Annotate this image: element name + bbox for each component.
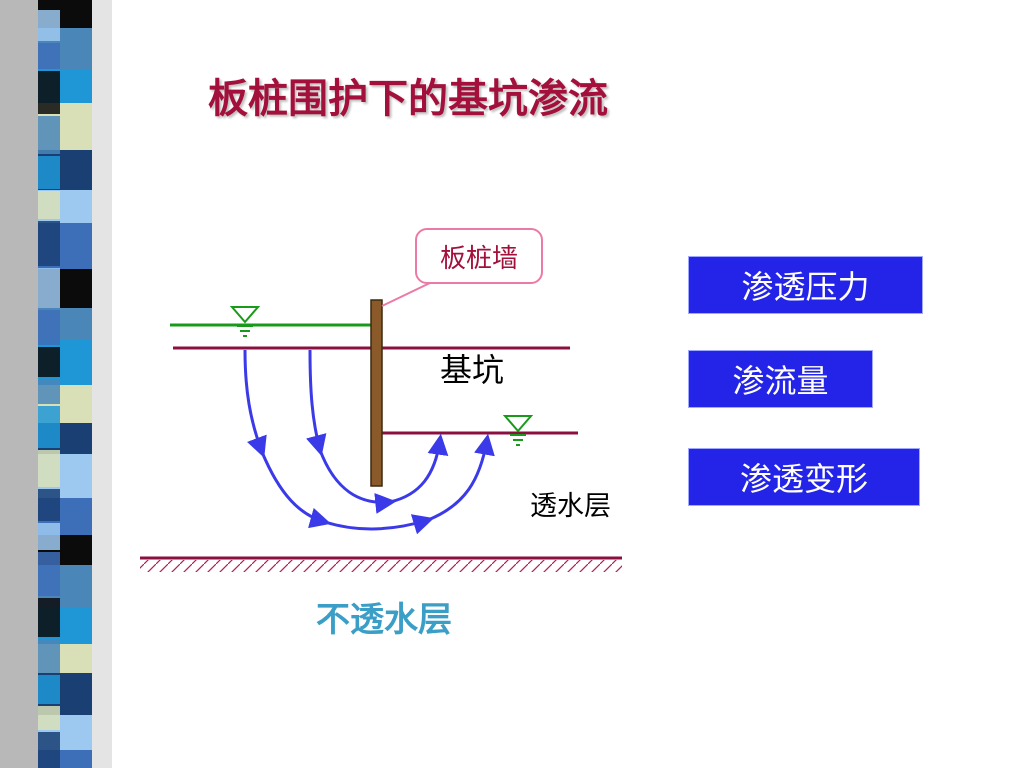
topic-seepage-quantity[interactable]: 渗流量 xyxy=(688,350,873,408)
flow-line-inner xyxy=(306,349,449,514)
permeable-layer-label: 透水层 xyxy=(530,491,611,522)
topic-seepage-deformation[interactable]: 渗透变形 xyxy=(688,448,920,506)
callout-pointer xyxy=(381,281,448,307)
impermeable-hatching xyxy=(140,560,622,572)
water-level-symbol-icon xyxy=(229,306,261,337)
flow-line-outer xyxy=(243,349,495,535)
topic-seepage-pressure[interactable]: 渗透压力 xyxy=(688,256,923,314)
sheet-pile xyxy=(370,299,383,487)
foundation-pit-label: 基坑 xyxy=(440,351,505,389)
page-title: 板桩围护下的基坑渗流 xyxy=(208,75,608,122)
impermeable-layer-label: 不透水层 xyxy=(316,600,452,640)
decorative-stripe-band xyxy=(0,0,130,768)
water-level-symbol-icon xyxy=(502,415,534,446)
sheet-pile-wall-callout: 板桩墙 xyxy=(415,228,543,284)
